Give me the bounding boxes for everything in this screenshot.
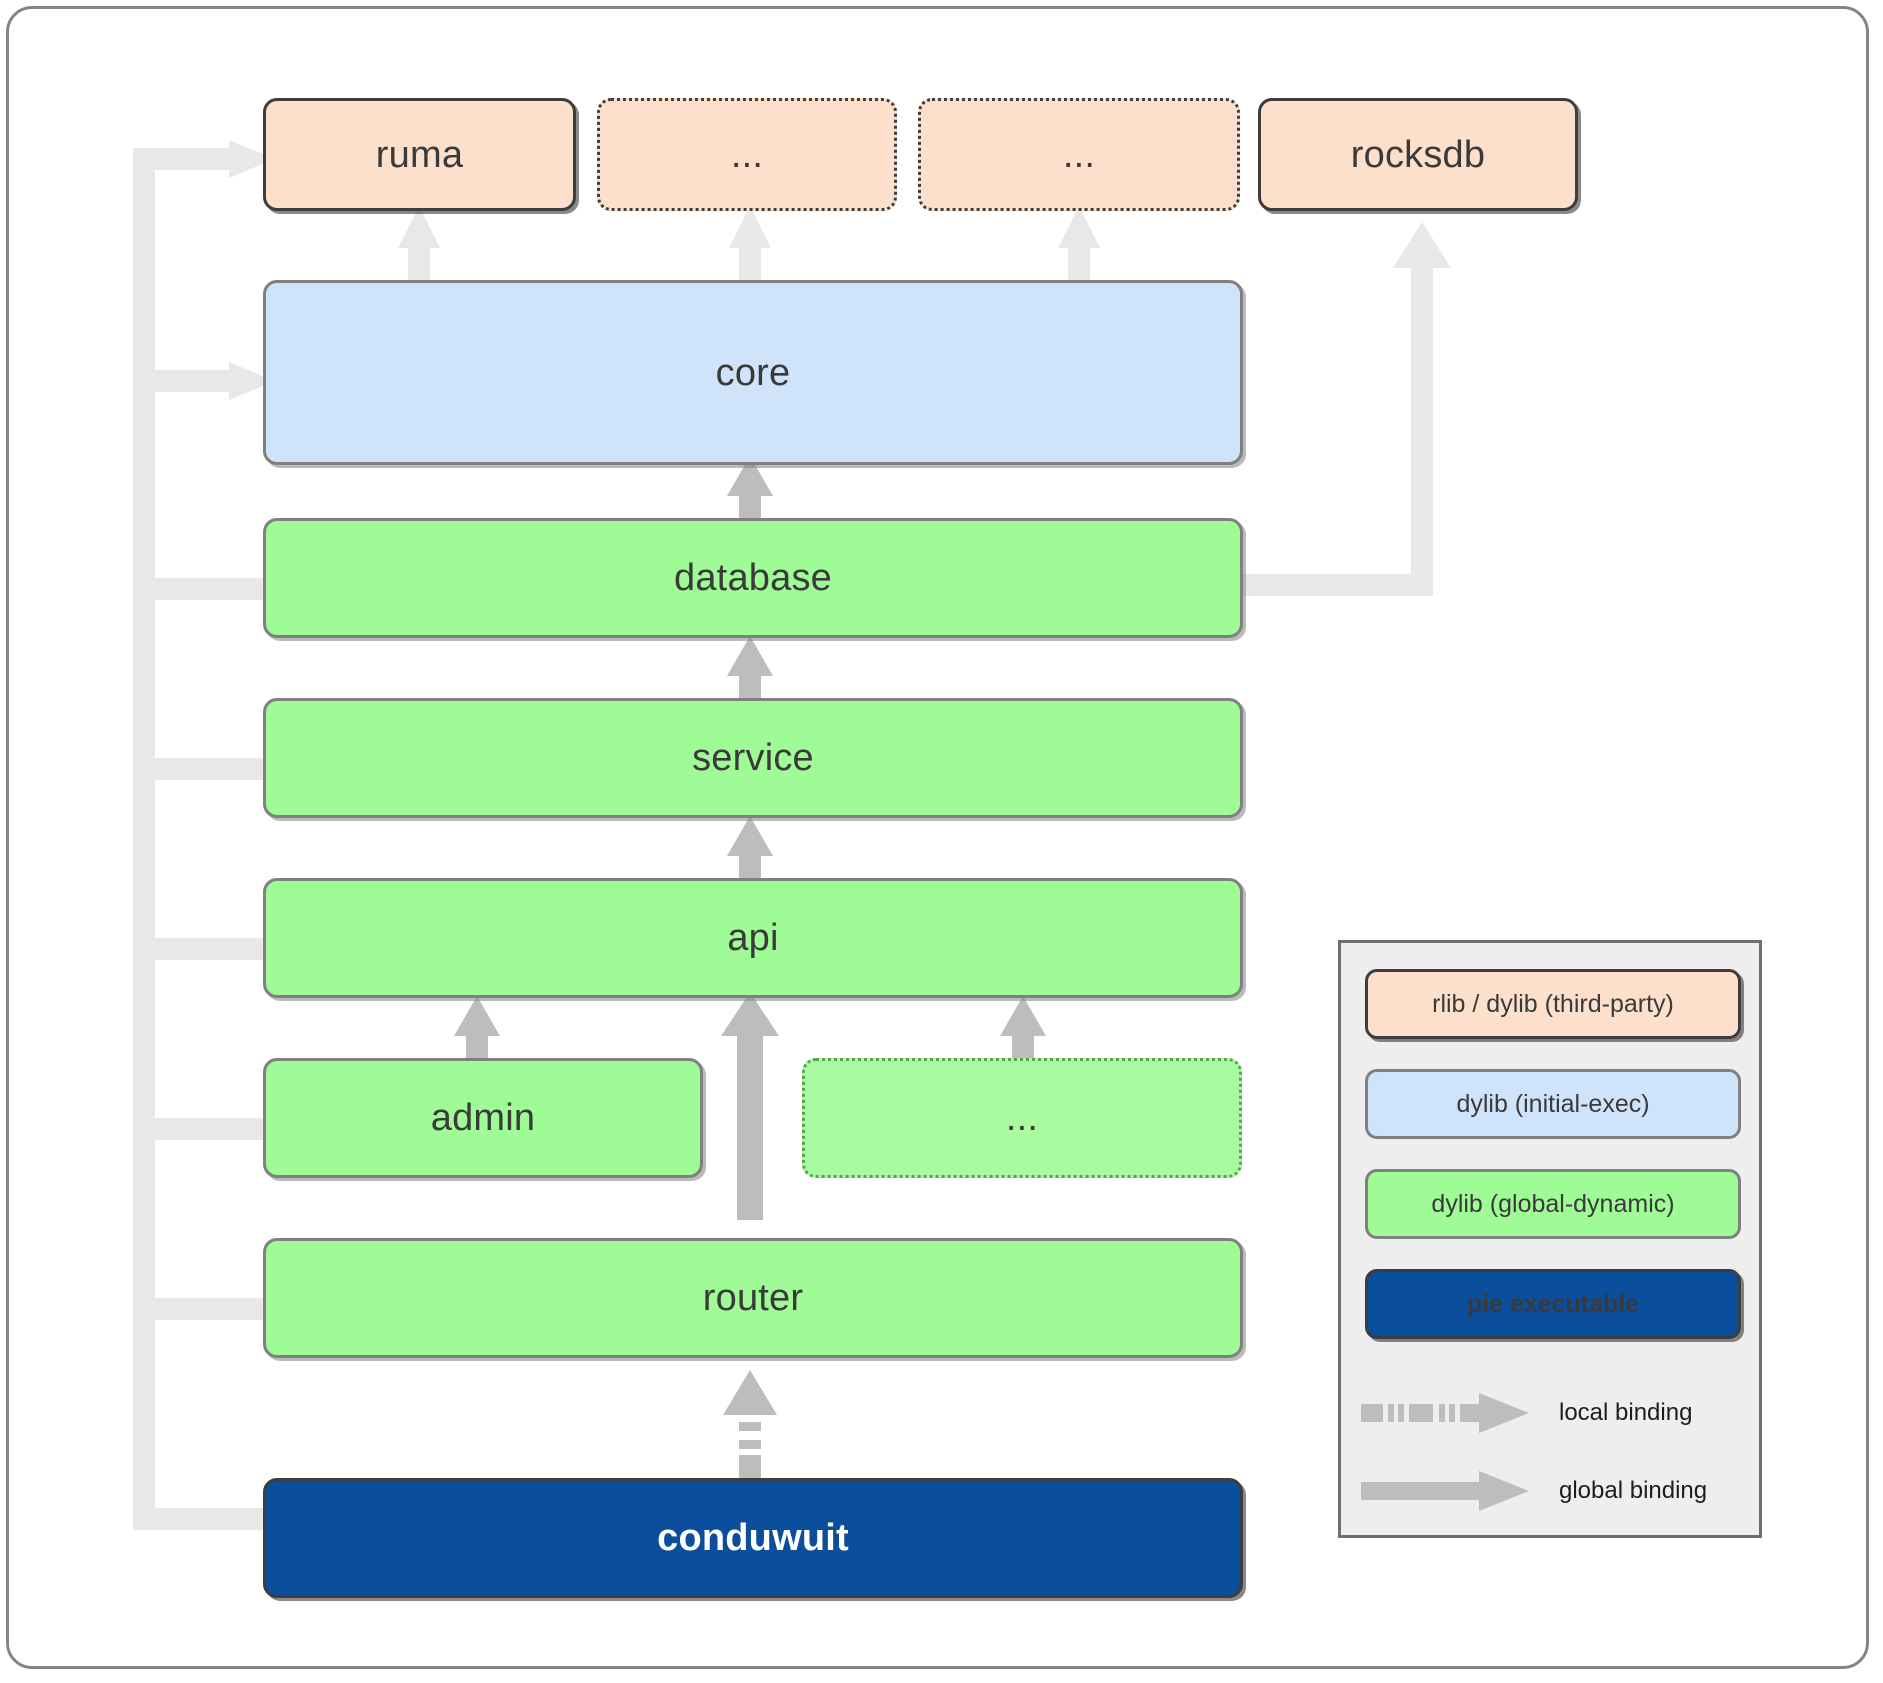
solid-arrow-icon — [1361, 1471, 1529, 1511]
node-api[interactable]: api — [263, 878, 1243, 998]
legend-chip-pie-executable[interactable]: pie executable — [1365, 1269, 1741, 1339]
legend-chip-label: dylib (initial-exec) — [1456, 1089, 1650, 1118]
legend-chip-initial-exec[interactable]: dylib (initial-exec) — [1365, 1069, 1741, 1139]
node-third-party-more-1[interactable]: ... — [597, 98, 897, 211]
legend-chip-label: rlib / dylib (third-party) — [1432, 989, 1674, 1018]
legend-row-label: local binding — [1559, 1399, 1693, 1426]
legend-row-global-binding: global binding — [1359, 1461, 1749, 1521]
dashed-arrow-icon — [1361, 1393, 1529, 1433]
node-label: database — [674, 557, 832, 599]
node-label: conduwuit — [657, 1517, 849, 1559]
node-core[interactable]: core — [263, 280, 1243, 465]
node-global-dynamic-more[interactable]: ... — [802, 1058, 1242, 1178]
legend-chip-global-dynamic[interactable]: dylib (global-dynamic) — [1365, 1169, 1741, 1239]
node-label: api — [727, 917, 779, 959]
legend-panel: rlib / dylib (third-party) dylib (initia… — [1338, 940, 1762, 1538]
node-label: rocksdb — [1350, 133, 1486, 176]
node-third-party-more-2[interactable]: ... — [918, 98, 1240, 211]
node-label: ... — [1005, 1097, 1039, 1139]
node-service[interactable]: service — [263, 698, 1243, 818]
node-label: admin — [430, 1097, 536, 1139]
node-admin[interactable]: admin — [263, 1058, 703, 1178]
node-label: service — [692, 737, 814, 779]
node-label: core — [715, 351, 791, 394]
node-label: router — [702, 1277, 804, 1319]
node-label: ... — [1062, 133, 1096, 176]
legend-chip-label: dylib (global-dynamic) — [1431, 1189, 1675, 1218]
legend-chip-label: pie executable — [1466, 1289, 1640, 1318]
node-label: ruma — [375, 133, 464, 176]
legend-row-local-binding: local binding — [1359, 1383, 1749, 1443]
node-router[interactable]: router — [263, 1238, 1243, 1358]
node-ruma[interactable]: ruma — [263, 98, 576, 211]
node-conduwuit[interactable]: conduwuit — [263, 1478, 1243, 1598]
node-rocksdb[interactable]: rocksdb — [1258, 98, 1578, 211]
legend-row-label: global binding — [1559, 1477, 1708, 1504]
legend-chip-third-party[interactable]: rlib / dylib (third-party) — [1365, 969, 1741, 1039]
node-label: ... — [730, 133, 764, 176]
node-database[interactable]: database — [263, 518, 1243, 638]
